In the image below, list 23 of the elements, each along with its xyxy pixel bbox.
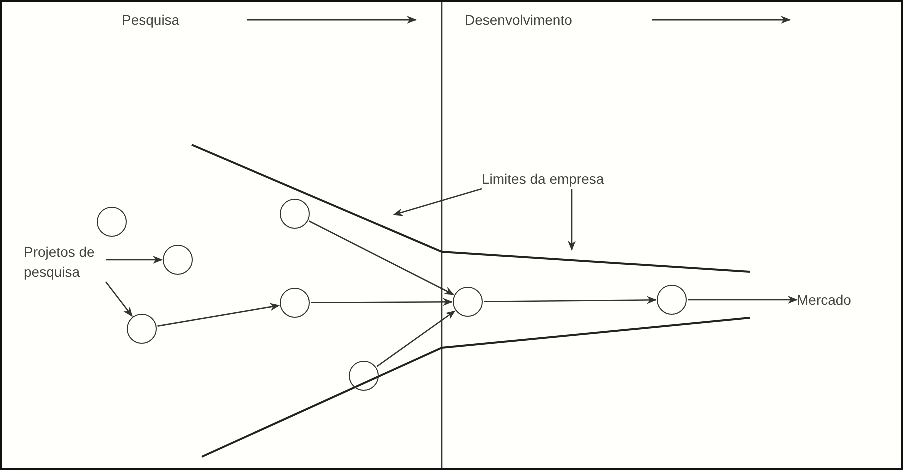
arrow [311, 298, 453, 306]
leader-arrow [568, 189, 576, 251]
leader-arrow [393, 188, 482, 216]
arrow [484, 296, 657, 304]
project-circle [657, 285, 687, 315]
arrow [376, 310, 456, 368]
arrow [106, 256, 163, 264]
project-circle [280, 288, 310, 318]
section-label: Pesquisa [122, 11, 180, 30]
project-circle [280, 199, 310, 229]
market-label: Mercado [797, 290, 867, 310]
project-circle [127, 314, 157, 344]
arrow [158, 303, 280, 327]
project-circle [453, 287, 483, 317]
project-circle [349, 361, 379, 391]
arrow [688, 296, 798, 304]
project-circle [97, 207, 127, 237]
project-circle [163, 245, 193, 275]
section-label: Desenvolvimento [465, 11, 572, 30]
annotation-text: Limites da empresa [482, 169, 610, 189]
arrow [105, 282, 133, 318]
arrow [308, 220, 455, 296]
annotation-text: Projetos de pesquisa [24, 242, 106, 282]
